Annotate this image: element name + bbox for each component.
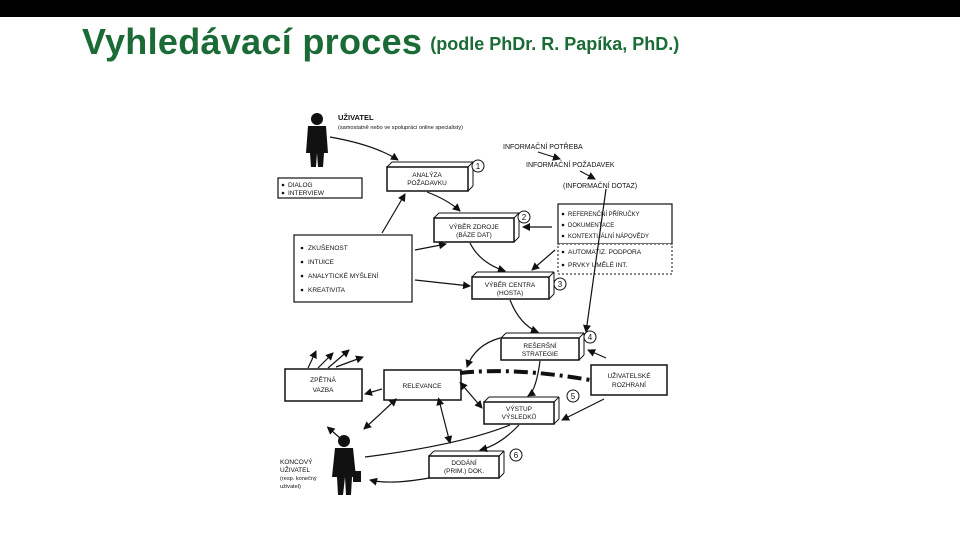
step-label: DODÁNÍ [451,458,476,467]
step-5-box: VÝSTUP VÝSLEDKŮ 5 [483,389,580,425]
step-label: VÝSLEDKŮ [502,412,537,421]
info-query: (INFORMAČNÍ DOTAZ) [563,181,637,190]
title-main: Vyhledávací proces [82,21,423,62]
interface-label: UŽIVATELSKÉ [607,371,651,380]
support-item: PRVKY UMĚLÉ INT. [568,260,628,269]
support-box: AUTOMATIZ. PODPORA PRVKY UMĚLÉ INT. [557,243,673,275]
search-process-diagram: UŽIVATEL (samostatně nebo ve spolupráci … [270,105,690,505]
resources-item: REFERENČNÍ PŘÍRUČKY [568,210,640,218]
step-label: VÝBĚR CENTRA [485,280,536,289]
title-subtitle: (podle PhDr. R. Papíka, PhD.) [430,34,680,54]
step-number: 6 [514,451,519,460]
end-user-label: KONCOVÝ [280,457,313,466]
step-number: 5 [571,392,576,401]
step-label: ANALÝZA [412,170,442,179]
resources-item: KONTEXTUÁLNÍ NÁPOVĚDY [568,232,649,240]
step-1-box: ANALÝZA POŽADAVKU 1 [386,159,485,192]
step-label: REŠERŠNÍ [523,341,556,350]
feedback-label: ZPĚTNÁ [310,375,336,384]
user-label: UŽIVATEL [338,113,374,122]
info-request: INFORMAČNÍ POŽADAVEK [526,160,615,169]
step-number: 2 [522,213,527,222]
step-label: VÝBĚR ZDROJE [449,222,500,231]
step-6-box: DODÁNÍ (PRIM.) DOK. 6 [428,448,523,479]
slide-title: Vyhledávací proces (podle PhDr. R. Papíka… [82,21,679,63]
methods-box: DIALOG INTERVIEW [277,177,363,199]
abilities-item: ZKUŠENOST [308,243,348,252]
resources-item: DOKUMENTACE [568,223,614,229]
feedback-box: ZPĚTNÁ VAZBA [284,368,363,402]
abilities-item: INTUICE [308,259,335,266]
step-number: 1 [476,162,481,171]
feedback-label: VAZBA [313,387,334,394]
step-3-box: VÝBĚR CENTRA (HOSTA) 3 [471,271,567,300]
relevance-box: RELEVANCE [383,369,462,401]
info-need: INFORMAČNÍ POTŘEBA [503,142,583,151]
end-user-note: (resp. konečný [280,476,317,482]
user-figure-icon [306,113,328,167]
abilities-item: KREATIVITA [308,287,346,294]
step-label: (HOSTA) [497,290,523,297]
methods-item: INTERVIEW [288,190,325,197]
end-user-note: uživatel) [280,484,301,490]
abilities-box: ZKUŠENOST INTUICE ANALYTICKÉ MYŠLENÍ KRE… [293,234,413,303]
step-4-box: REŠERŠNÍ STRATEGIE 4 [500,330,597,361]
top-bar [0,0,960,17]
resources-box: REFERENČNÍ PŘÍRUČKY DOKUMENTACE KONTEXTU… [557,203,673,245]
interface-label: ROZHRANÍ [612,380,646,389]
interface-box: UŽIVATELSKÉ ROZHRANÍ [590,364,668,396]
step-2-box: VÝBĚR ZDROJE (BÁZE DAT) 2 [433,210,531,243]
user-note: (samostatně nebo ve spolupráci online sp… [338,125,463,131]
step-label: STRATEGIE [522,351,559,358]
step-label: POŽADAVKU [407,178,447,187]
methods-item: DIALOG [288,182,313,189]
interface-boundary [459,369,591,382]
support-item: AUTOMATIZ. PODPORA [568,249,642,256]
step-number: 3 [558,280,563,289]
relevance-label: RELEVANCE [403,383,443,390]
end-user-label: UŽIVATEL [280,465,310,474]
end-user-figure-icon [332,435,361,495]
step-number: 4 [588,333,593,342]
step-label: (PRIM.) DOK. [444,468,484,475]
connectors [307,136,607,486]
abilities-item: ANALYTICKÉ MYŠLENÍ [308,271,379,280]
step-label: VÝSTUP [506,404,532,413]
step-label: (BÁZE DAT) [456,230,492,239]
